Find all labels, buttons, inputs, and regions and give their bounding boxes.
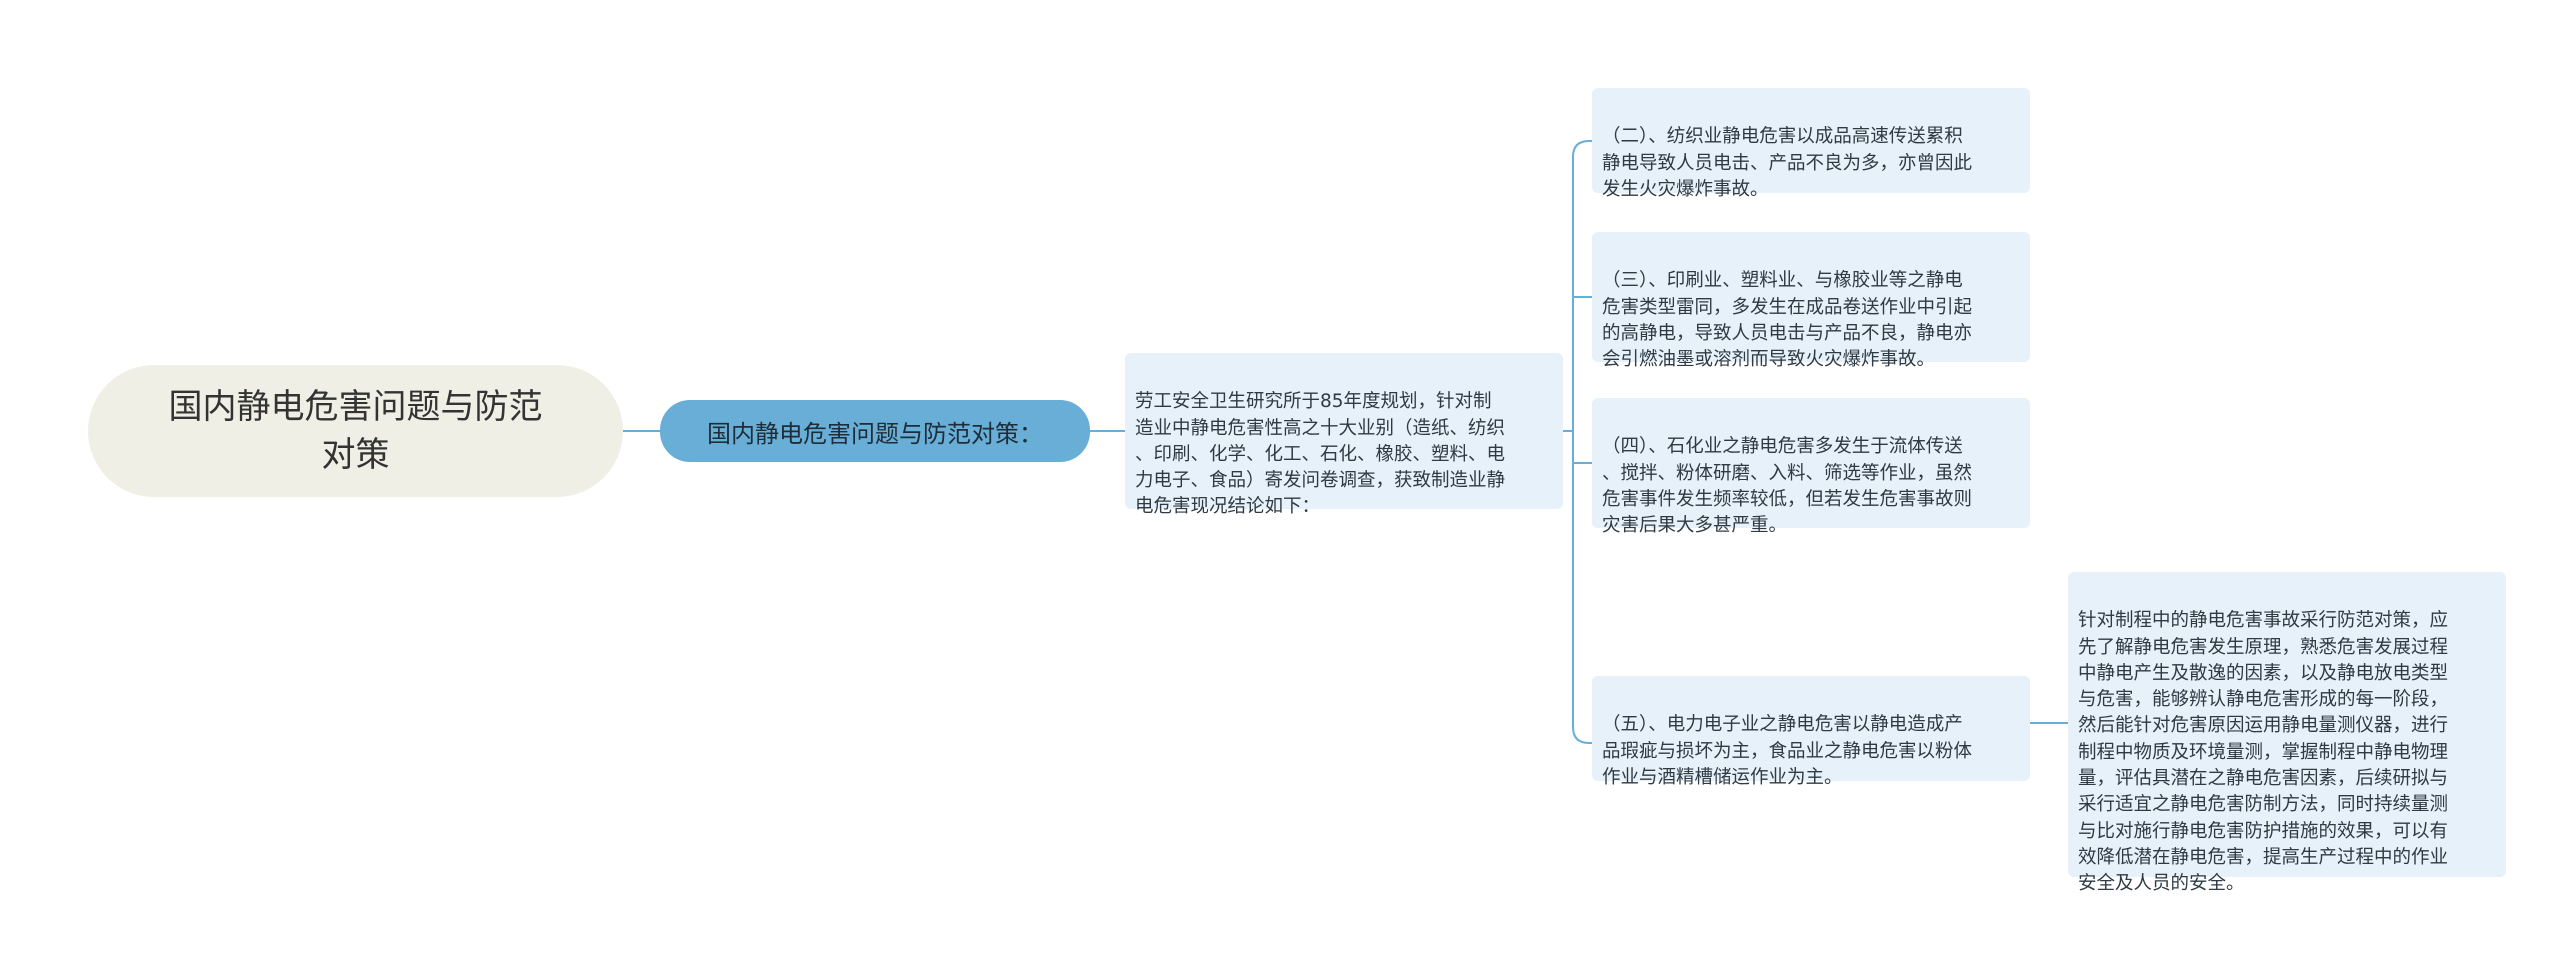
main-topic[interactable]: 国内静电危害问题与防范对策： xyxy=(660,400,1090,462)
root-topic[interactable]: 国内静电危害问题与防范 对策 xyxy=(88,365,623,497)
finding-petrochemical-box[interactable]: （四）、石化业之静电危害多发生于流体传送 、搅拌、粉体研磨、入料、筛选等作业，虽… xyxy=(1592,398,2030,536)
finding-electronics-box[interactable]: （五）、电力电子业之静电危害以静电造成产 品瑕疵与损坏为主，食品业之静电危害以粉… xyxy=(1592,676,2030,788)
finding-textile-text: （二）、纺织业静电危害以成品高速传送累积 静电导致人员电击、产品不良为多，亦曾因… xyxy=(1602,126,1973,200)
root-topic-label: 国内静电危害问题与防范 对策 xyxy=(168,387,543,475)
finding-textile-box[interactable]: （二）、纺织业静电危害以成品高速传送累积 静电导致人员电击、产品不良为多，亦曾因… xyxy=(1592,88,2030,200)
main-topic-label: 国内静电危害问题与防范对策： xyxy=(707,419,1043,448)
countermeasure-text: 针对制程中的静电危害事故采行防范对策，应 先了解静电危害发生原理，熟悉危害发展过… xyxy=(2078,610,2449,895)
connector-survey-findings xyxy=(1563,140,1592,744)
finding-printing-text: （三）、印刷业、塑料业、与橡胶业等之静电 危害类型雷同，多发生在成品卷送作业中引… xyxy=(1602,270,1973,371)
finding-printing-box[interactable]: （三）、印刷业、塑料业、与橡胶业等之静电 危害类型雷同，多发生在成品卷送作业中引… xyxy=(1592,232,2030,370)
survey-summary-box[interactable]: 劳工安全卫生研究所于85年度规划，针对制 造业中静电危害性高之十大业别（造纸、纺… xyxy=(1125,353,1563,517)
finding-electronics-text: （五）、电力电子业之静电危害以静电造成产 品瑕疵与损坏为主，食品业之静电危害以粉… xyxy=(1602,714,1973,788)
countermeasure-box[interactable]: 针对制程中的静电危害事故采行防范对策，应 先了解静电危害发生原理，熟悉危害发展过… xyxy=(2068,572,2506,894)
finding-petrochemical-text: （四）、石化业之静电危害多发生于流体传送 、搅拌、粉体研磨、入料、筛选等作业，虽… xyxy=(1602,436,1973,537)
survey-summary-text: 劳工安全卫生研究所于85年度规划，针对制 造业中静电危害性高之十大业别（造纸、纺… xyxy=(1135,391,1506,518)
